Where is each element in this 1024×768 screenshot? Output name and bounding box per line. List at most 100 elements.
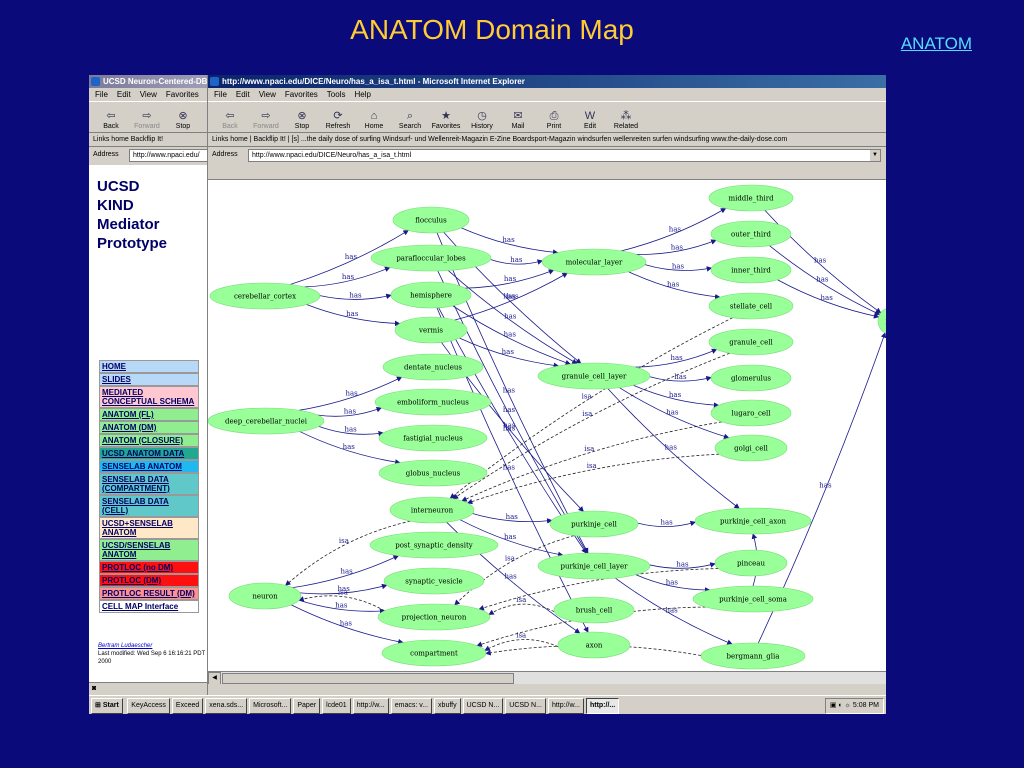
taskbar-button[interactable]: Microsoft... [249,698,292,714]
author-link[interactable]: Bertram Ludaescher [98,643,153,649]
system-tray: ▣ ◐ ☼ 5:08 PM [824,698,884,714]
menu-view[interactable]: View [258,90,276,99]
sidebar-nav-item[interactable]: CELL MAP Interface [99,600,199,613]
link-backflip[interactable]: Backflip It! [130,136,164,143]
graph-node-label: granule_cell [729,339,773,347]
sidebar-nav-item[interactable]: SLIDES [99,373,199,386]
graph-node-shape [553,596,635,624]
scroll-thumb[interactable] [222,673,514,684]
horizontal-scrollbar[interactable]: ◀ [208,671,886,684]
sidebar-nav-item[interactable]: SENSELAB DATA (CELL) [99,495,199,517]
graph-node-label: globus_nucleus [406,470,461,478]
graph-edge-label: has [666,607,679,615]
scroll-left-icon[interactable]: ◀ [208,672,221,684]
back-button[interactable]: ⇦Back [212,110,248,132]
search-button[interactable]: ⌕Search [392,110,428,132]
link-boardsport[interactable]: Boardsport-Magazin [512,136,576,143]
graph-edge-label: isa [339,537,349,545]
sidebar-nav-item[interactable]: MEDIATED CONCEPTUAL SCHEMA [99,386,199,408]
sidebar-nav-item[interactable]: PROTLOC (DM) [99,574,199,587]
graph-node-label: interneuron [411,507,454,515]
mail-button[interactable]: ✉Mail [500,110,536,132]
link-windsurf-magazin[interactable]: Windsurf- und Wellenreit-Magazin [382,136,488,143]
taskbar-button[interactable]: emacs: v... [390,698,433,714]
stop-icon: ⊗ [178,110,188,122]
graph-node-label: purkinje_cell_layer [560,563,628,571]
sidebar-nav-item[interactable]: UCSD ANATOM DATA [99,447,199,460]
taskbar-button[interactable]: Paper [293,698,321,714]
front-address-input[interactable]: http://www.npaci.edu/DICE/Neuro/has_a_is… [248,149,881,162]
link-home[interactable]: home [230,136,248,143]
favorites-button[interactable]: ★Favorites [428,110,464,132]
menu-file[interactable]: File [95,90,108,99]
address-dropdown-icon[interactable]: ▼ [870,150,880,161]
link-daily-dose[interactable]: [s] ...the daily dose of surfing [291,136,381,143]
taskbar-button[interactable]: UCSD N... [462,698,504,714]
sidebar-nav-item[interactable]: ANATOM (FL) [99,408,199,421]
graph-edge-label: has [816,275,829,283]
graph-edge-label: isa [516,596,526,604]
graph-node-purkinje-cell: purkinje_cell [549,510,639,538]
refresh-button[interactable]: ⟳Refresh [320,110,356,132]
graph-node-label: middle_third [728,195,774,203]
front-title-bar[interactable]: http://www.npaci.edu/DICE/Neuro/has_a_is… [208,75,886,88]
front-browser-window[interactable]: http://www.npaci.edu/DICE/Neuro/has_a_is… [207,75,886,695]
related-button[interactable]: ⁂Related [608,110,644,132]
taskbar-button[interactable]: UCSD N... [505,698,546,714]
sidebar-nav-item[interactable]: UCSD+SENSELAB ANATOM [99,517,199,539]
link-ezine[interactable]: E-Zine [489,136,511,143]
graph-node-label: outer_third [731,231,771,239]
stop-button[interactable]: ⊗Stop [165,110,201,132]
taskbar-button[interactable]: lcde01 [322,698,351,714]
taskbar-button[interactable]: xbuffy [434,698,461,714]
taskbar-button[interactable]: KeyAccess [127,698,170,714]
taskbar-button[interactable]: Exceed [171,698,204,714]
back-address-input[interactable]: http://www.npaci.edu/ [129,149,209,162]
print-button[interactable]: ⎙Print [536,110,572,132]
graph-edge-isa [452,352,730,500]
menu-favorites[interactable]: Favorites [165,90,199,99]
graph-node-label: projection_neuron [402,614,467,622]
anatom-link[interactable]: ANATOM [900,34,972,53]
link-backflip[interactable]: Backflip It! [253,136,286,143]
sidebar-nav-item[interactable]: ANATOM (CLOSURE) [99,434,199,447]
back-title-bar[interactable]: UCSD Neuron-Centered-DB [89,75,215,88]
sidebar-nav-item[interactable]: PROTLOC RESULT (DM) [99,587,199,600]
taskbar-button[interactable]: http://... [585,698,620,714]
menu-favorites[interactable]: Favorites [284,90,318,99]
link-windsurfen[interactable]: windsurfen wellenreiten surfen windsurfi… [577,136,788,143]
forward-arrow-icon: ⇨ [261,110,271,122]
graph-node-shape [377,603,491,631]
forward-button[interactable]: ⇨Forward [129,110,165,132]
home-button[interactable]: ⌂Home [356,110,392,132]
menu-file[interactable]: File [214,90,227,99]
forward-button[interactable]: ⇨Forward [248,110,284,132]
taskbar-button[interactable]: http://w... [352,698,389,714]
menu-help[interactable]: Help [354,90,371,99]
menu-tools[interactable]: Tools [326,90,346,99]
back-button[interactable]: ⇦Back [93,110,129,132]
graph-edge-has [290,229,409,285]
clock: 5:08 PM [852,702,879,709]
sidebar-nav-item[interactable]: ANATOM (DM) [99,421,199,434]
graph-edge-label: has [674,373,687,381]
history-button[interactable]: ◷History [464,110,500,132]
stop-button[interactable]: ⊗Stop [284,110,320,132]
sidebar-nav-item[interactable]: UCSD/SENSELAB ANATOM [99,539,199,561]
menu-view[interactable]: View [139,90,157,99]
link-home[interactable]: home [111,136,129,143]
menu-edit[interactable]: Edit [235,90,250,99]
start-button[interactable]: ⊞ Start [91,698,123,714]
sidebar-nav-item[interactable]: SENSELAB ANATOM [99,460,199,473]
sidebar-nav-item[interactable]: SENSELAB DATA (COMPARTMENT) [99,473,199,495]
menu-edit[interactable]: Edit [116,90,131,99]
graph-edge-has [644,264,713,272]
taskbar-button[interactable]: xena.sds... [205,698,248,714]
sidebar-nav-item[interactable]: PROTLOC (no DM) [99,561,199,574]
back-browser-window[interactable]: UCSD Neuron-Centered-DB File Edit View Favo… [89,75,215,695]
graph-node-shape [714,549,788,577]
sidebar-nav-item[interactable]: HOME [99,360,199,373]
taskbar-button[interactable]: http://w... [547,698,584,714]
mail-icon: ✉ [513,110,523,122]
